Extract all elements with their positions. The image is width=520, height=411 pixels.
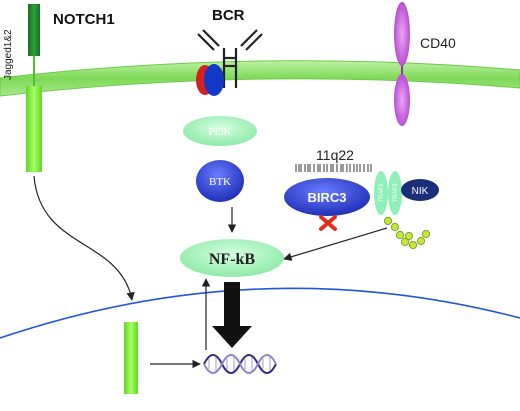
locus-label: 11q22 [316,147,354,163]
cd40-receptor [394,2,410,126]
cd40-intracellular-domain [394,74,410,126]
jagged-label: Jagged1&2 [3,29,14,80]
ubiquitin-chain-icon [383,216,431,250]
traf2-label: TRAF2 [379,183,385,203]
dna-helix-icon [203,354,277,374]
traf3-node [388,171,402,215]
btk-node [196,160,244,202]
notch1-receptor [26,4,42,172]
nik-label: NIK [412,186,429,197]
pi3k-node [183,116,257,146]
nuclear-membrane [0,287,520,339]
notch1-intracellular-domain [26,86,42,172]
nik-node [401,179,439,201]
pi3k-label: PI3K [208,126,231,138]
jagged-ligand-bar [28,4,40,56]
bcr-coreceptor-blue [204,64,224,96]
nfkb-label: NF-kB [209,251,256,268]
traf2-node [374,171,388,215]
birc3-label: BIRC3 [307,190,346,205]
traf3-label: TRAF3 [393,183,399,203]
cd40-to-nfkb-arrow [283,227,388,261]
birc3-node [284,178,370,216]
nfkb-nuclear-translocation-arrow [212,282,252,348]
barcode-locus-icon [295,164,372,172]
bcr-label: BCR [212,7,245,24]
cd40-label: CD40 [420,35,456,51]
btk-label: BTK [209,176,231,188]
notch1-label: NOTCH1 [53,11,115,28]
cd40-extracellular-domain [394,2,410,66]
nfkb-node [180,239,284,277]
notch-translocation-arrow [33,175,135,301]
bcr-antibody-icon [197,29,263,88]
red-x-icon [319,215,337,231]
notch-nicd-fragment [124,322,138,394]
cell-membrane [0,60,520,97]
